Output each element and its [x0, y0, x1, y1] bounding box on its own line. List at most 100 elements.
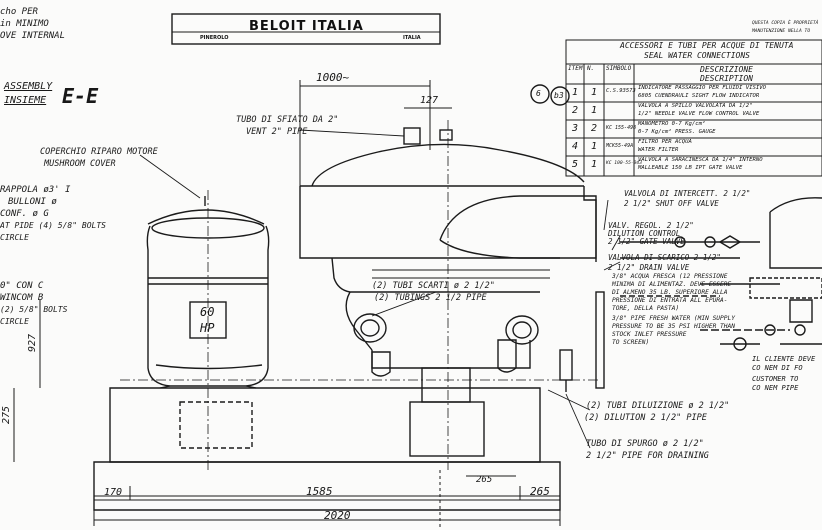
con-note-4: CIRCLE — [0, 317, 29, 326]
client-note-1: IL CLIENTE DEVE — [752, 355, 816, 363]
drive-housing — [409, 401, 485, 457]
dim-265-b: 265 — [530, 485, 550, 498]
table-row-3-desc-en: 0-7 Kg/cm² PRESS. GAUGE — [638, 129, 716, 135]
fresh-water-note-5: TORE, DELLA PASTA) — [612, 305, 680, 312]
table-title-en: SEAL WATER CONNECTIONS — [644, 51, 750, 60]
balloon-b3-label: b3 — [554, 91, 564, 100]
con-note-2: WINCOM B — [0, 293, 44, 303]
table-head-item: ITEM — [568, 65, 583, 72]
fresh-water-note-4: PRESSIONE DI ENTRATA ALL EPURA- — [612, 297, 728, 304]
title-sub-left: PINEROLO — [200, 35, 229, 41]
bolts-note-5: CIRCLE — [0, 233, 29, 242]
fresh-water-note-7: PRESSURE TO BE 35 PSI HIGHER THAN — [612, 323, 735, 330]
drain-pipe-label-en: 2 1/2" PIPE FOR DRAINING — [586, 451, 709, 461]
dim-275: 275 — [1, 405, 12, 424]
base-pocket-left — [179, 401, 253, 449]
table-row-1-qty: 1 — [591, 87, 598, 98]
regulator-label-en-1: DILUTION CONTROL — [608, 229, 681, 238]
table-row-2-desc-en: 1/2" NEEDLE VALVE FLOW CONTROL VALVE — [638, 111, 760, 117]
parts-table-grid — [565, 39, 822, 177]
shutoff-label-it: VALVOLA DI INTERCETT. 2 1/2" — [624, 189, 751, 198]
table-row-5-desc-en: MALLEABLE 150 LB IPT GATE VALVE — [638, 165, 743, 171]
bolts-note-3: CONF. ø G — [0, 209, 49, 219]
table-head-qty: N. — [587, 65, 595, 72]
regulator-label-it: VALV. REGOL. 2 1/2" — [608, 221, 694, 230]
right-vessel — [769, 197, 822, 213]
shutoff-label-en: 2 1/2" SHUT OFF VALVE — [624, 199, 719, 208]
dim-1000: 1000~ — [316, 71, 350, 84]
table-head-symbol: SIMBOLO — [606, 65, 632, 72]
fresh-water-note-8: STOCK INLET PRESSURE — [612, 331, 687, 338]
table-row-4-qty: 1 — [591, 141, 598, 152]
table-row-2-desc-it: VALVOLA A SPILLO VALVOLATA DA 1/2" — [638, 103, 753, 109]
table-row-4-symbol: MCK55-49A — [606, 143, 634, 149]
motor-power-value: 60 — [200, 305, 215, 319]
con-note-3: (2) 5/8" BOLTS — [0, 305, 68, 314]
table-head-desc-en: DESCRIPTION — [700, 74, 753, 83]
drain-pipe-label-it: TUBO DI SPURGO ø 2 1/2" — [586, 439, 704, 449]
gear-box — [421, 367, 471, 403]
table-row-4-desc-it: FILTRO PER ACQUA — [638, 139, 692, 145]
drain-valve-label-it: VALVOLA DI SCARICO 2 1/2" — [608, 253, 721, 262]
table-row-3-qty: 2 — [591, 123, 598, 134]
vent-label-en: VENT 2" PIPE — [246, 127, 308, 137]
dim-127: 127 — [420, 95, 439, 106]
mushroom-cover — [147, 209, 265, 225]
balloon-b3 — [550, 86, 570, 106]
dim-927: 927 — [27, 333, 38, 352]
dim-2020: 2020 — [324, 509, 351, 522]
table-row-2-qty: 1 — [591, 105, 598, 116]
balloon-6 — [530, 84, 550, 104]
copyright-notice-1: QUESTA COPIA È PROPRIETÀ — [752, 21, 819, 26]
table-row-4-desc-en: WATER FILTER — [638, 147, 679, 153]
fresh-water-note-1: 3/8" ACQUA FRESCA (12 PRESSIONE — [612, 273, 728, 280]
table-row-4-item: 4 — [572, 141, 579, 152]
bolts-note-2: BULLONI ø — [8, 197, 57, 207]
table-row-5-qty: 1 — [591, 159, 598, 170]
table-row-5-desc-it: VALVOLA A SARACINESCA DA 1/4" INTERNO — [638, 157, 763, 163]
discharge-label-en: (2) TUBINGS 2 1/2 PIPE — [374, 293, 487, 303]
fresh-water-note-3: DI ALMENO 35 LB. SUPERIORE ALLA — [612, 289, 728, 296]
company-name: BELOIT ITALIA — [249, 19, 364, 34]
motor-body — [146, 217, 270, 389]
cover-label-it: COPERCHIO RIPARO MOTORE — [40, 147, 158, 157]
bolts-note-1: RAPPOLA ø3' I — [0, 185, 71, 195]
insieme-label: INSIEME — [4, 95, 47, 106]
table-head-desc-it: DESCRIZIONE — [700, 65, 753, 74]
title-block-frame — [171, 13, 441, 45]
note-left-1: cho PER — [0, 7, 38, 17]
client-note-4: CO NEM PIPE — [752, 384, 799, 392]
vent-label-it: TUBO DI SFIATO DA 2" — [236, 115, 339, 125]
inspection-port-right — [505, 315, 539, 345]
table-row-1-item: 1 — [572, 87, 579, 98]
discharge-label-it: (2) TUBI SCARTI ø 2 1/2" — [372, 281, 495, 291]
table-row-5-symbol: KC 100-55-043 — [606, 161, 642, 166]
assembly-label: ASSEMBLY — [4, 81, 53, 92]
table-row-3-item: 3 — [572, 123, 579, 134]
dim-1585: 1585 — [306, 485, 333, 498]
cover-label-en: MUSHROOM COVER — [44, 159, 116, 169]
table-row-1-desc-it: INDICATORE PASSAGGIO PER FLUIDI VISIVO — [638, 85, 766, 91]
table-row-2-item: 2 — [572, 105, 579, 116]
dim-265-a: 265 — [476, 475, 493, 485]
table-row-1-symbol: C.S.93573 — [606, 88, 636, 94]
machine-base-frame — [109, 387, 541, 463]
note-left-3: OVE INTERNAL — [0, 31, 66, 41]
drain-valve-label-en: 2 1/2" DRAIN VALVE — [608, 263, 690, 272]
fresh-water-note-2: MINIMA DI ALIMENTAZ. DEVE ESSERE — [612, 281, 732, 288]
client-note-2: CO NEM DI FO — [752, 364, 803, 372]
title-sub-right: ITALIA — [403, 35, 421, 41]
motor-power-unit: HP — [200, 321, 215, 335]
regulator-label-en-2: 2 1/2" GATE VALVE — [608, 237, 685, 246]
assembly-mark: E-E — [62, 84, 99, 108]
table-row-3-symbol: KC 155-498 — [606, 125, 637, 131]
table-row-3-desc-it: MANOMETRO 0-7 Kg/cm² — [638, 121, 706, 127]
inspection-port-left — [353, 313, 387, 343]
con-note-1: 0" CON C — [0, 281, 44, 291]
balloon-6-label: 6 — [536, 89, 541, 98]
dilution-pipe-label-en: (2) DILUTION 2 1/2" PIPE — [584, 413, 707, 423]
table-title-it: ACCESSORI E TUBI PER ACQUE DI TENUTA — [620, 41, 794, 50]
note-left-2: in MINIMO — [0, 19, 49, 29]
fresh-water-note-9: TO SCREEN) — [612, 339, 650, 346]
